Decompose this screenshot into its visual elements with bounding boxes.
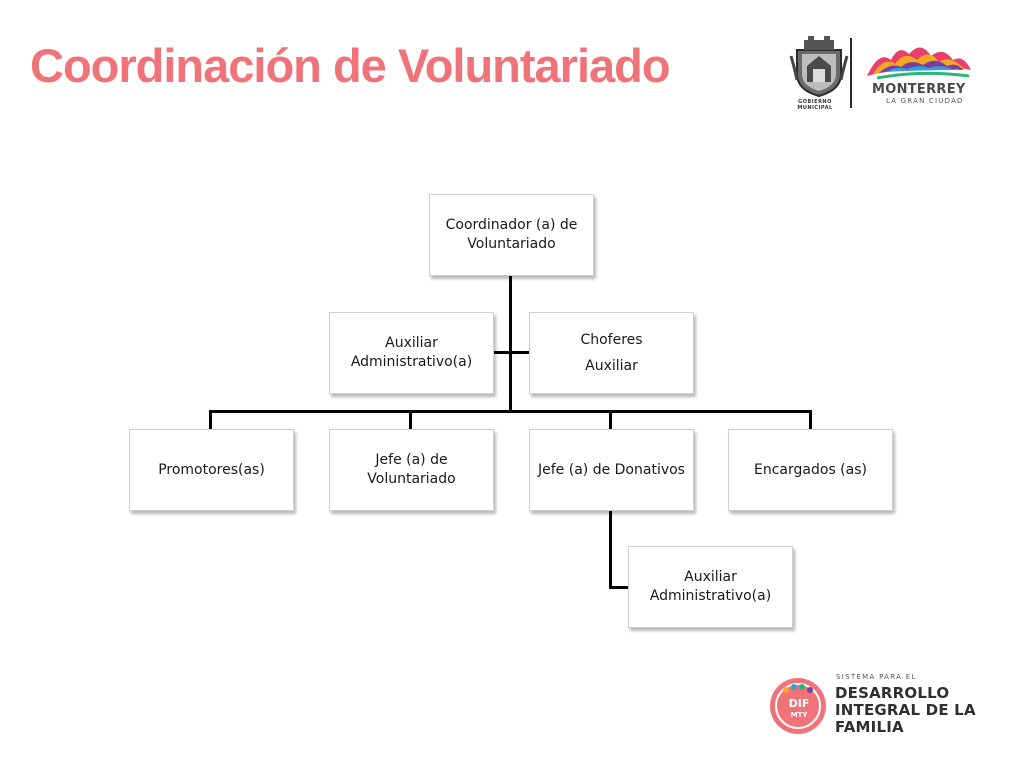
node-coordinator-label: Coordinador (a) de Voluntariado: [445, 217, 578, 252]
node-donations-assistant: Auxiliar Administrativo(a): [628, 546, 793, 628]
node-donations-head: Jefe (a) de Donativos: [529, 429, 694, 511]
node-admin-assistant: Auxiliar Administrativo(a): [329, 312, 494, 394]
node-admin-assistant-label: Auxiliar Administrativo(a): [350, 335, 473, 370]
dif-family-badge-icon: [770, 678, 826, 734]
node-drivers-label: Choferes: [580, 331, 643, 348]
monterrey-tagline: LA GRAN CIUDAD: [886, 97, 964, 105]
node-managers-label: Encargados (as): [754, 461, 867, 478]
municipal-caption: GOBIERNO MUNICIPAL: [797, 99, 833, 111]
connector-grandchild-horizontal: [609, 586, 629, 589]
node-volunteer-head-label: Jefe (a) de Voluntariado: [367, 452, 456, 487]
dif-logo: [768, 676, 978, 736]
dif-line-3: FAMILIA: [835, 718, 904, 736]
dif-line-1: DESARROLLO: [835, 684, 950, 702]
node-coordinator: Coordinador (a) de Voluntariado: [429, 194, 594, 276]
connector-root-trunk: [509, 276, 512, 412]
node-managers: Encargados (as): [728, 429, 893, 511]
connector-assistants-bar: [493, 351, 529, 354]
node-drivers: Choferes Auxiliar: [529, 312, 694, 394]
connector-child-4: [809, 410, 812, 430]
monterrey-name: MONTERREY: [872, 82, 966, 97]
header-logos: [785, 36, 985, 110]
connector-child-2: [409, 410, 412, 430]
node-volunteer-head: Jefe (a) de Voluntariado: [329, 429, 494, 511]
node-donations-head-label: Jefe (a) de Donativos: [538, 461, 685, 478]
connector-child-3: [609, 410, 612, 430]
city-seal-icon: [789, 36, 849, 98]
node-promoters-label: Promotores(as): [158, 461, 265, 478]
monterrey-mountains-icon: [867, 47, 971, 80]
node-donations-assistant-label: Auxiliar Administrativo(a): [649, 569, 772, 604]
connector-child-1: [209, 410, 212, 430]
node-promoters: Promotores(as): [129, 429, 294, 511]
dif-line-2: INTEGRAL DE LA: [835, 701, 976, 719]
logo-divider: [850, 38, 852, 108]
slide-title: Coordinación de Voluntariado: [30, 39, 671, 92]
dif-badge: DIF: [788, 697, 810, 710]
dif-prefix: SISTEMA PARA EL: [836, 673, 917, 681]
dif-badge-sub: MTY: [790, 711, 808, 719]
connector-grandchild-vertical: [609, 511, 612, 588]
node-drivers-label-2: Auxiliar: [585, 357, 638, 374]
connector-children-bar: [209, 410, 812, 413]
